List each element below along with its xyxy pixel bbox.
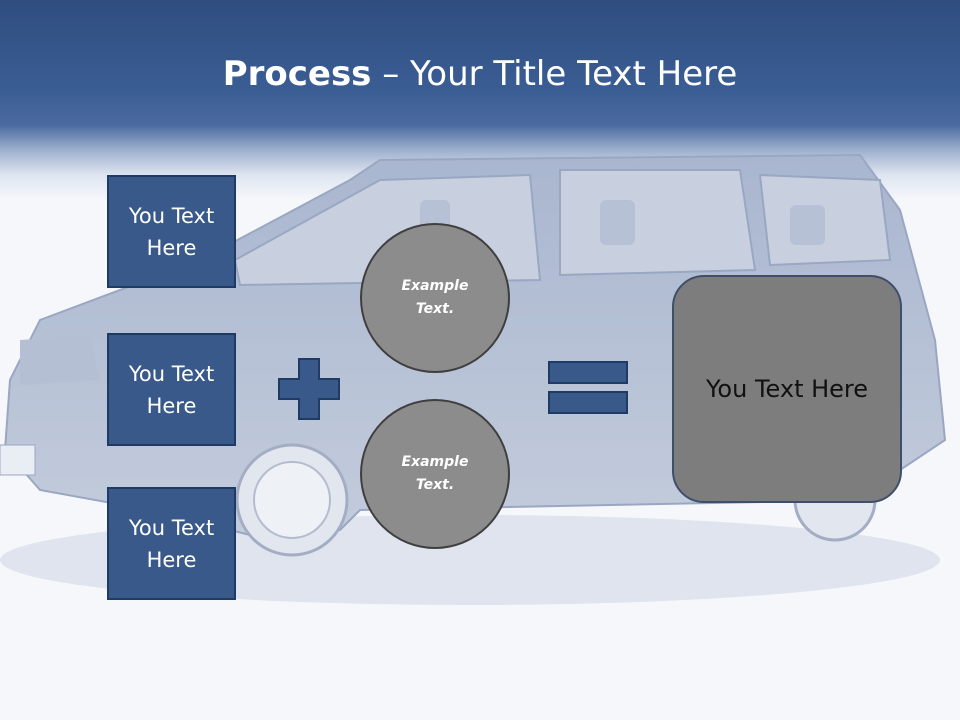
text-box-label: You Text Here [128, 515, 215, 572]
equals-icon [548, 361, 628, 414]
text-box-3: You Text Here [107, 487, 236, 600]
example-circle-2: Example Text. [360, 399, 510, 549]
title-bold: Process [222, 54, 372, 94]
text-box-2: You Text Here [107, 333, 236, 446]
plus-icon [278, 358, 340, 420]
circle-label: Example Text. [401, 454, 469, 493]
example-circle-1: Example Text. [360, 223, 510, 373]
circle-label: Example Text. [401, 278, 469, 317]
text-box-label: You Text Here [128, 361, 215, 418]
result-box: You Text Here [672, 275, 902, 503]
text-box-label: You Text Here [128, 203, 215, 260]
text-box-1: You Text Here [107, 175, 236, 288]
title-rest: – Your Title Text Here [371, 54, 738, 94]
slide-title: Process – Your Title Text Here [0, 52, 960, 96]
result-label: You Text Here [705, 375, 869, 403]
